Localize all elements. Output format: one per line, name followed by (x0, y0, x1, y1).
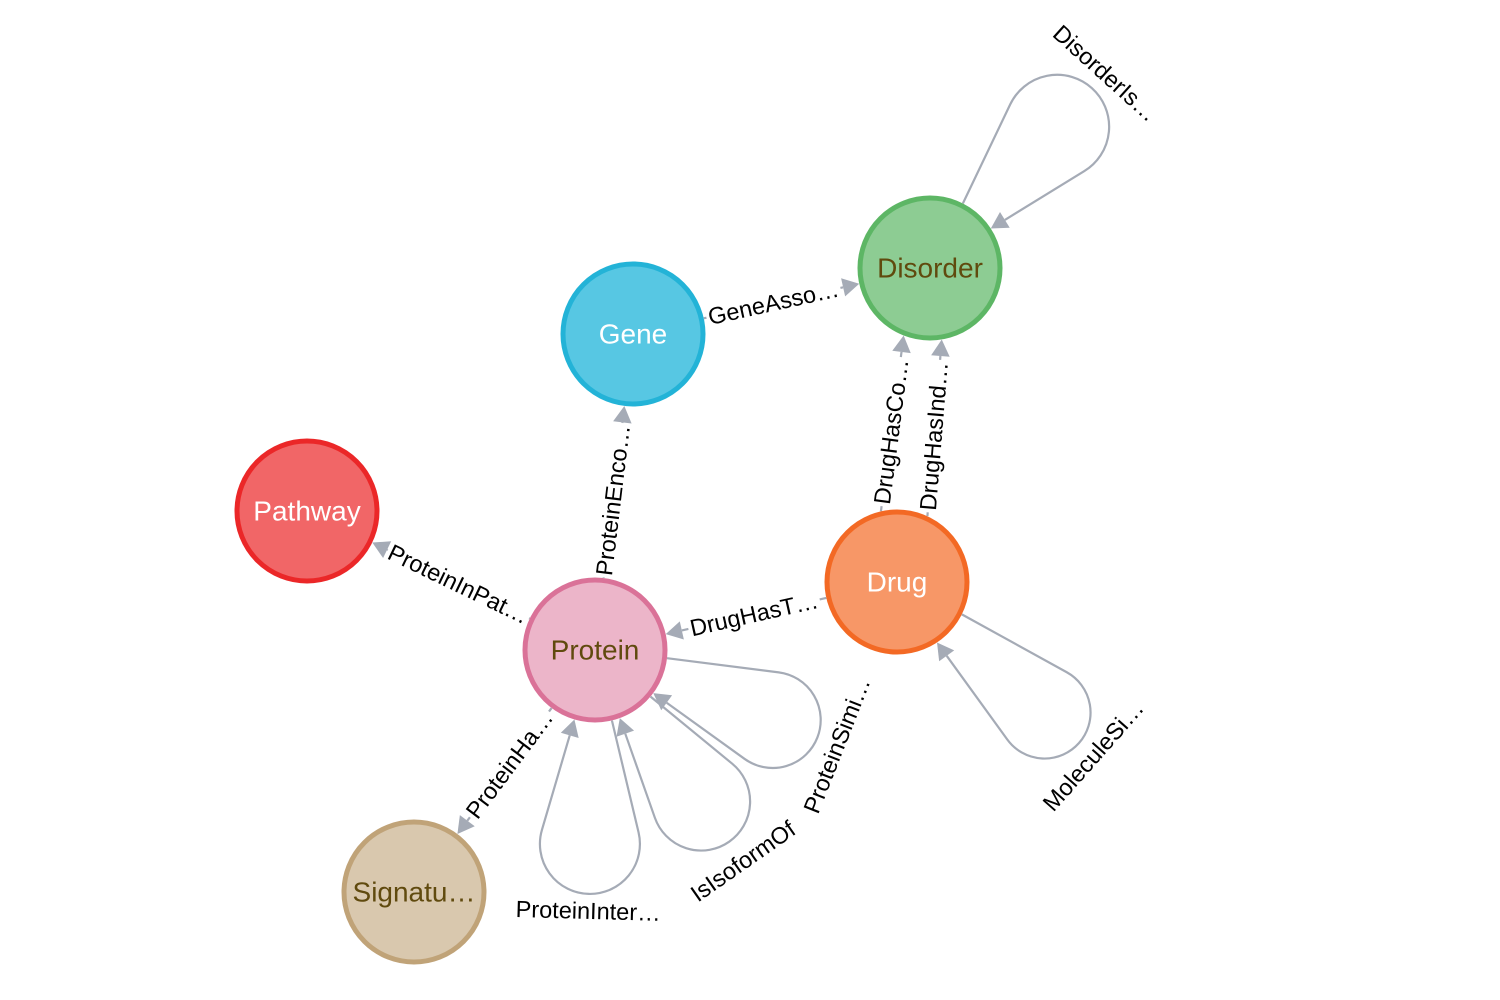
relationship-loop-line[interactable] (666, 657, 822, 770)
relationship-arrowhead (560, 719, 579, 738)
relationship-label-halo (591, 421, 635, 579)
relationship-label-text[interactable]: DrugHasT… (687, 587, 820, 641)
relationship-label-halo (1046, 18, 1164, 128)
relationship-label-text[interactable]: ProteinSimi… (798, 674, 875, 817)
relationship-arrowhead (892, 335, 911, 354)
relationship-arrowhead (931, 339, 950, 357)
relationship-arrowhead (372, 541, 392, 559)
relationship-label-halo (703, 275, 844, 331)
relationship-label[interactable]: DisorderIs… (1046, 18, 1164, 128)
node-pathway[interactable]: Pathway (234, 438, 380, 584)
relationship-proteininter[interactable] (538, 719, 642, 896)
relationship-label[interactable]: DrugHasCo… (868, 355, 914, 508)
relationship-label-text[interactable]: DisorderIs… (1048, 20, 1162, 127)
relationship-arrowhead (613, 405, 632, 424)
relationship-arrowhead (616, 718, 635, 737)
relationship-arrowhead (937, 642, 955, 662)
relationship-label[interactable]: DrugHasT… (685, 586, 823, 642)
relationship-label-halo (684, 814, 802, 908)
relationship-label-halo (382, 538, 535, 630)
node-circle-pathway[interactable] (234, 438, 380, 584)
node-circle-signature[interactable] (341, 819, 487, 965)
relationship-label-halo (685, 586, 823, 642)
relationship-proteinsimi[interactable] (653, 657, 822, 770)
relationship-label[interactable]: ProteinEnco… (591, 421, 635, 579)
relationship-arrowhead (665, 621, 684, 640)
relationship-label-text[interactable]: MoleculeSi… (1038, 695, 1149, 816)
relationship-label-text[interactable]: ProteinHa… (461, 705, 558, 823)
relationship-label-text[interactable]: ProteinEnco… (591, 423, 635, 577)
relationship-label-halo (915, 358, 953, 514)
node-circle-disorder[interactable] (857, 195, 1003, 341)
relationship-loop-line[interactable] (538, 720, 642, 896)
relationship-layer (372, 73, 1111, 896)
relationship-label-layer: GeneAsso… ProteinEnco… ProteinInPat… DrugHa… (382, 18, 1164, 926)
node-circle-drug[interactable] (824, 509, 970, 655)
relationship-label-halo (459, 703, 560, 825)
relationship-arrowhead (653, 693, 673, 711)
relationship-label[interactable]: DrugHasInd… (915, 358, 953, 514)
relationship-disorderis[interactable] (961, 73, 1111, 229)
relationship-arrowhead (841, 278, 860, 297)
relationship-moleculesi[interactable] (937, 613, 1092, 760)
node-circle-gene[interactable] (560, 261, 706, 407)
relationship-loop-line[interactable] (945, 613, 1092, 760)
relationship-label-halo (797, 671, 876, 819)
node-signature[interactable]: Signatu… (341, 819, 487, 965)
relationship-label-text[interactable]: IsIsoformOf (686, 816, 801, 907)
relationship-label-text[interactable]: DrugHasCo… (869, 357, 914, 505)
relationship-label-halo (868, 355, 914, 508)
node-drug[interactable]: Drug (824, 509, 970, 655)
relationship-arrowhead (990, 211, 1010, 229)
relationship-label[interactable]: ProteinSimi… (797, 671, 876, 819)
relationship-label[interactable]: MoleculeSi… (1036, 693, 1150, 818)
node-protein[interactable]: Protein (522, 577, 668, 723)
relationship-isisoformof[interactable] (616, 695, 752, 852)
node-circle-protein[interactable] (522, 577, 668, 723)
relationship-label-text[interactable]: ProteinInPat… (384, 539, 533, 629)
relationship-label[interactable]: ProteinHa… (459, 703, 560, 825)
relationship-arrowhead (457, 815, 475, 834)
node-gene[interactable]: Gene (560, 261, 706, 407)
relationship-label-text[interactable]: ProteinInter… (515, 896, 661, 926)
relationship-label-halo (1036, 693, 1150, 818)
relationship-loop-line[interactable] (624, 695, 752, 852)
relationship-loop-line[interactable] (961, 73, 1111, 221)
relationship-label[interactable]: ProteinInPat… (382, 538, 535, 630)
relationship-label-text[interactable]: GeneAsso… (706, 276, 842, 330)
relationship-label-text[interactable]: DrugHasInd… (915, 361, 953, 512)
relationship-label[interactable]: GeneAsso… (703, 275, 844, 331)
relationship-label[interactable]: ProteinInter… (513, 896, 663, 926)
node-disorder[interactable]: Disorder (857, 195, 1003, 341)
relationship-label-halo (513, 896, 663, 926)
